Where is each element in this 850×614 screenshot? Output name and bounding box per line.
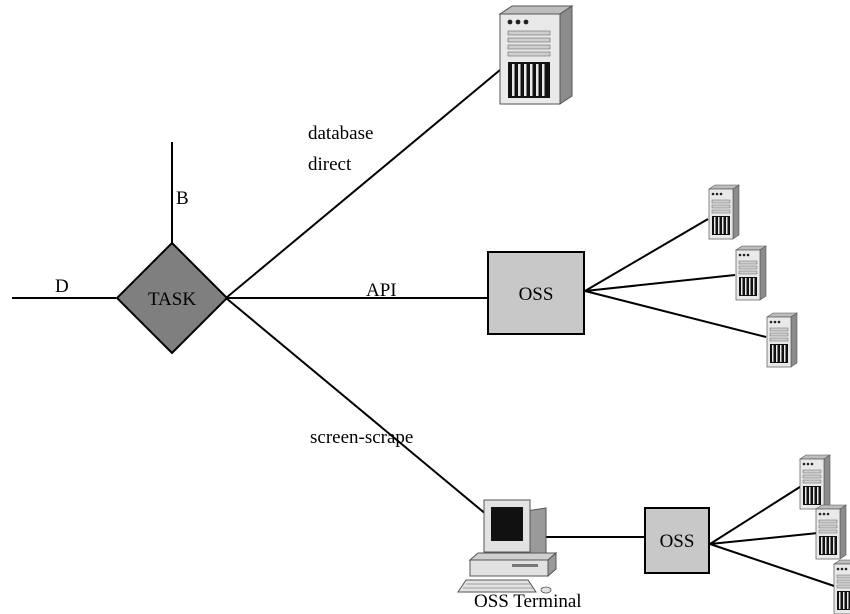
task-diamond <box>115 241 229 355</box>
line-oss-server-3 <box>584 290 767 338</box>
connector-lines <box>12 69 841 589</box>
line-database-direct <box>225 69 501 299</box>
line-oss2-server-2 <box>709 532 819 545</box>
api-label: API <box>366 280 397 301</box>
small-server-icon <box>735 245 767 301</box>
oss-top-label: OSS <box>519 284 554 305</box>
task-label: TASK <box>148 289 196 310</box>
small-server-icon <box>799 454 831 510</box>
small-server-icon <box>766 312 798 368</box>
database-direct-label-1: database <box>308 123 373 144</box>
oss-terminal-label: OSS Terminal <box>474 591 582 612</box>
small-server-icon <box>833 559 850 614</box>
oss-bottom-label: OSS <box>660 531 695 552</box>
small-server-icon <box>708 184 740 240</box>
line-screen-scrape <box>225 297 494 521</box>
d-label: D <box>55 276 69 297</box>
line-oss-server-1 <box>584 218 709 292</box>
line-oss2-server-3 <box>709 543 841 589</box>
screen-scrape-label: screen-scrape <box>310 427 413 448</box>
small-server-icon <box>815 504 847 560</box>
oss-box-bottom <box>644 507 710 574</box>
oss-box-top <box>487 251 585 335</box>
computer-terminal-icon <box>457 499 558 594</box>
large-server-icon <box>498 5 574 105</box>
line-oss2-server-1 <box>709 484 804 545</box>
line-oss-server-2 <box>584 274 736 292</box>
b-label: B <box>176 188 189 209</box>
database-direct-label-2: direct <box>308 154 352 175</box>
